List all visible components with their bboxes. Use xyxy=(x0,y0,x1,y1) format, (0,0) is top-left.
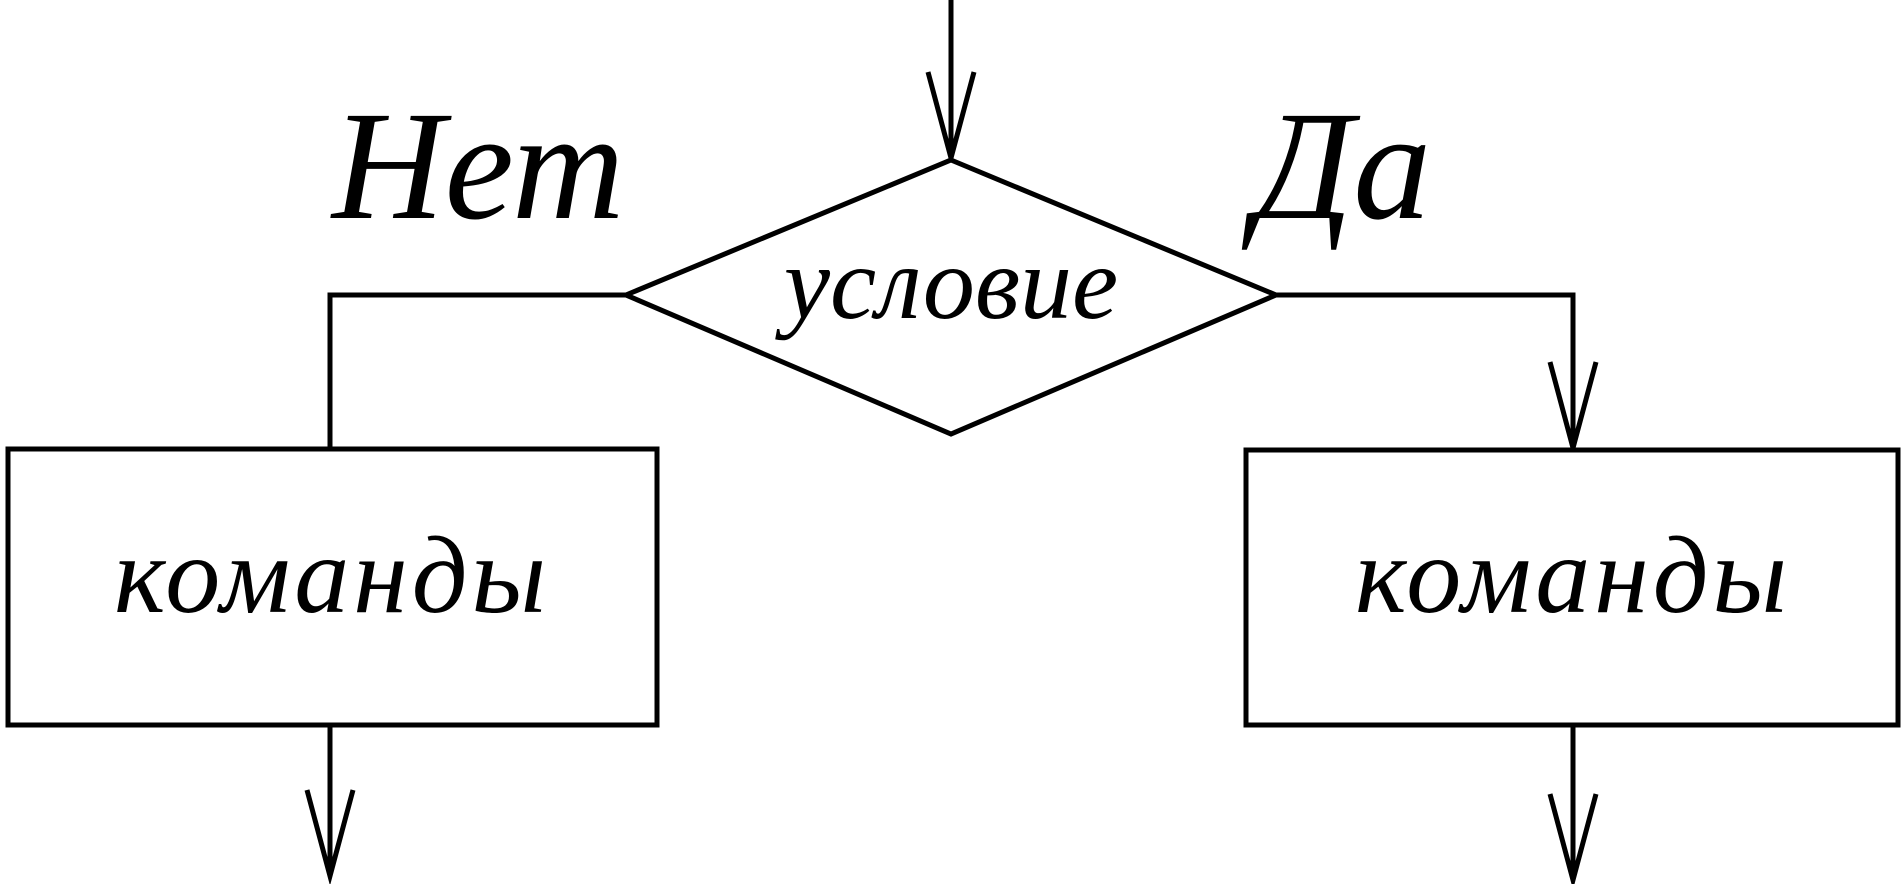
yes-branch-line xyxy=(1276,292,1576,448)
no-branch-line xyxy=(327,292,626,449)
no-branch-label: Нет xyxy=(330,79,625,252)
right-outgoing-arrowhead xyxy=(1547,793,1599,884)
left-outgoing-arrowhead xyxy=(304,789,356,884)
right-commands-label: команды xyxy=(1355,514,1791,636)
yes-branch-label: Да xyxy=(1241,79,1431,252)
condition-label: условие xyxy=(775,226,1118,341)
left-commands-block xyxy=(5,446,660,728)
left-commands-label: команды xyxy=(114,514,550,636)
condition-diamond xyxy=(619,157,1283,437)
